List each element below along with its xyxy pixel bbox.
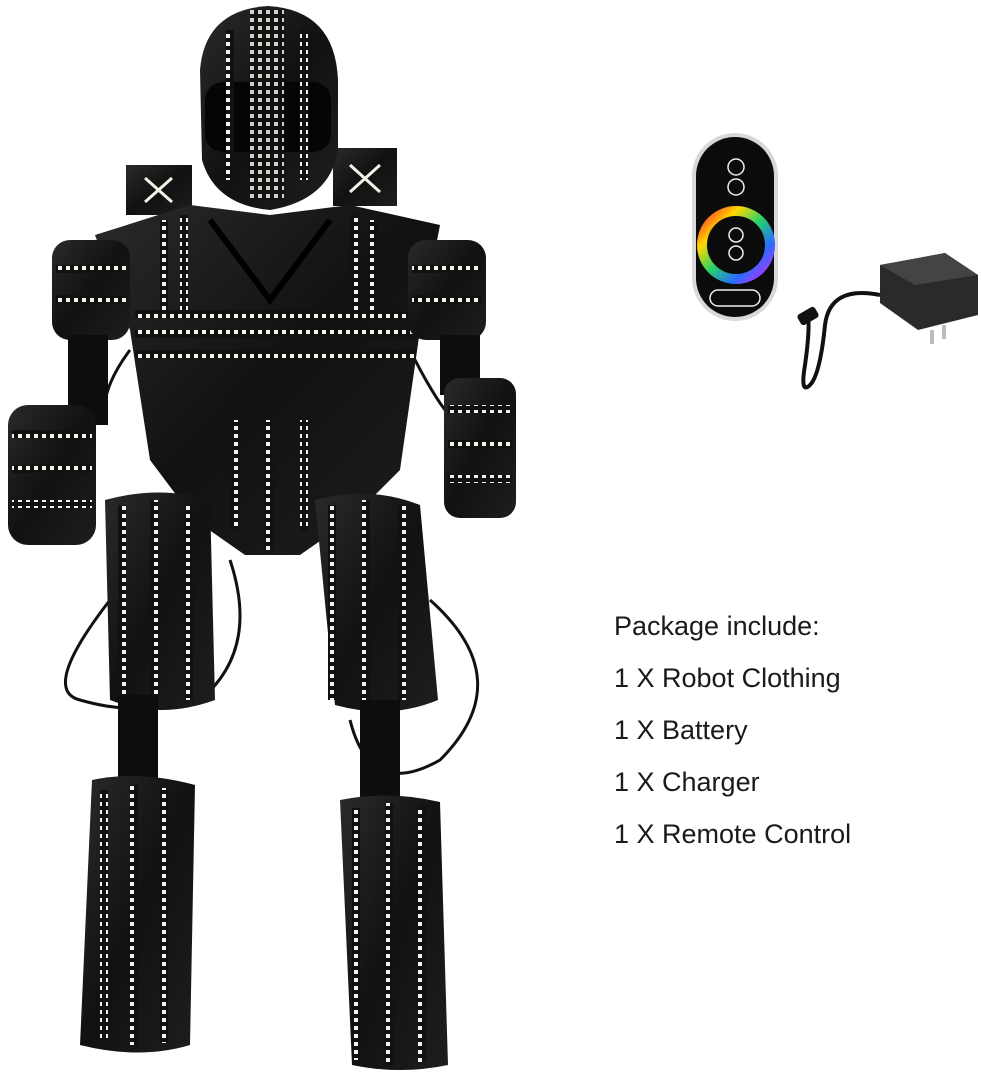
- package-item-remote: 1 X Remote Control: [614, 819, 852, 849]
- package-item-charger: 1 X Charger: [614, 767, 760, 797]
- package-item-battery: 1 X Battery: [614, 715, 748, 745]
- package-contents: Package include: 1 X Robot Clothing 1 X …: [614, 600, 974, 860]
- package-item-clothing: 1 X Robot Clothing: [614, 663, 841, 693]
- led-robot-suit-image: [8, 6, 516, 1070]
- legs: [80, 492, 448, 1070]
- package-heading: Package include:: [614, 611, 820, 641]
- remote-control-icon: [692, 133, 778, 321]
- charger-icon: [797, 253, 978, 390]
- accessories-image: [692, 133, 978, 390]
- arms: [8, 240, 516, 545]
- shoulder-pads: [126, 148, 397, 215]
- helmet: [200, 6, 338, 210]
- vest: [95, 205, 440, 555]
